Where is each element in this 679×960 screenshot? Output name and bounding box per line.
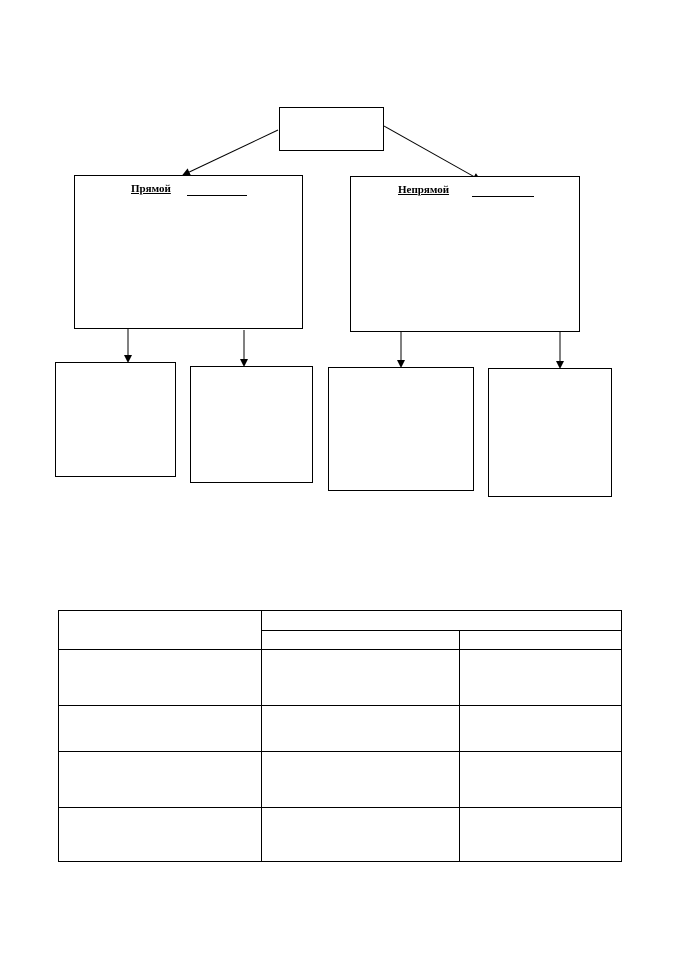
direct-title-blank-line (187, 195, 247, 196)
sub-box-4 (488, 368, 612, 497)
table-cell[interactable] (58, 751, 262, 808)
indirect-title-blank-line (472, 196, 534, 197)
table-row (58, 807, 622, 862)
arrow-top-to-left (182, 129, 279, 176)
sub-box-2 (190, 366, 313, 483)
direct-box: Прямой (74, 175, 303, 329)
table-header-row-1 (58, 610, 622, 650)
table-row (58, 649, 622, 706)
table-row (58, 751, 622, 808)
indirect-title: Непрямой (398, 184, 450, 196)
header-cell-col-1 (261, 630, 460, 650)
direct-title: Прямой (131, 183, 171, 195)
table-cell[interactable] (459, 705, 622, 752)
header-cell-col-2 (459, 630, 622, 650)
table-cell[interactable] (459, 807, 622, 862)
table-cell[interactable] (261, 807, 460, 862)
table-cell[interactable] (459, 649, 622, 706)
table-cell[interactable] (58, 649, 262, 706)
table-cell[interactable] (261, 751, 460, 808)
table-cell[interactable] (58, 705, 262, 752)
sub-box-3 (328, 367, 474, 491)
comparison-table (58, 610, 622, 862)
table-cell[interactable] (261, 649, 460, 706)
table-cell[interactable] (261, 705, 460, 752)
table-cell[interactable] (58, 807, 262, 862)
sub-box-1 (55, 362, 176, 477)
header-cell-criteria (58, 610, 262, 650)
table-row (58, 705, 622, 752)
top-box (279, 107, 384, 151)
arrow-top-to-right (383, 125, 481, 181)
table-cell[interactable] (459, 751, 622, 808)
indirect-box: Непрямой (350, 176, 580, 332)
header-cell-group (261, 610, 622, 631)
